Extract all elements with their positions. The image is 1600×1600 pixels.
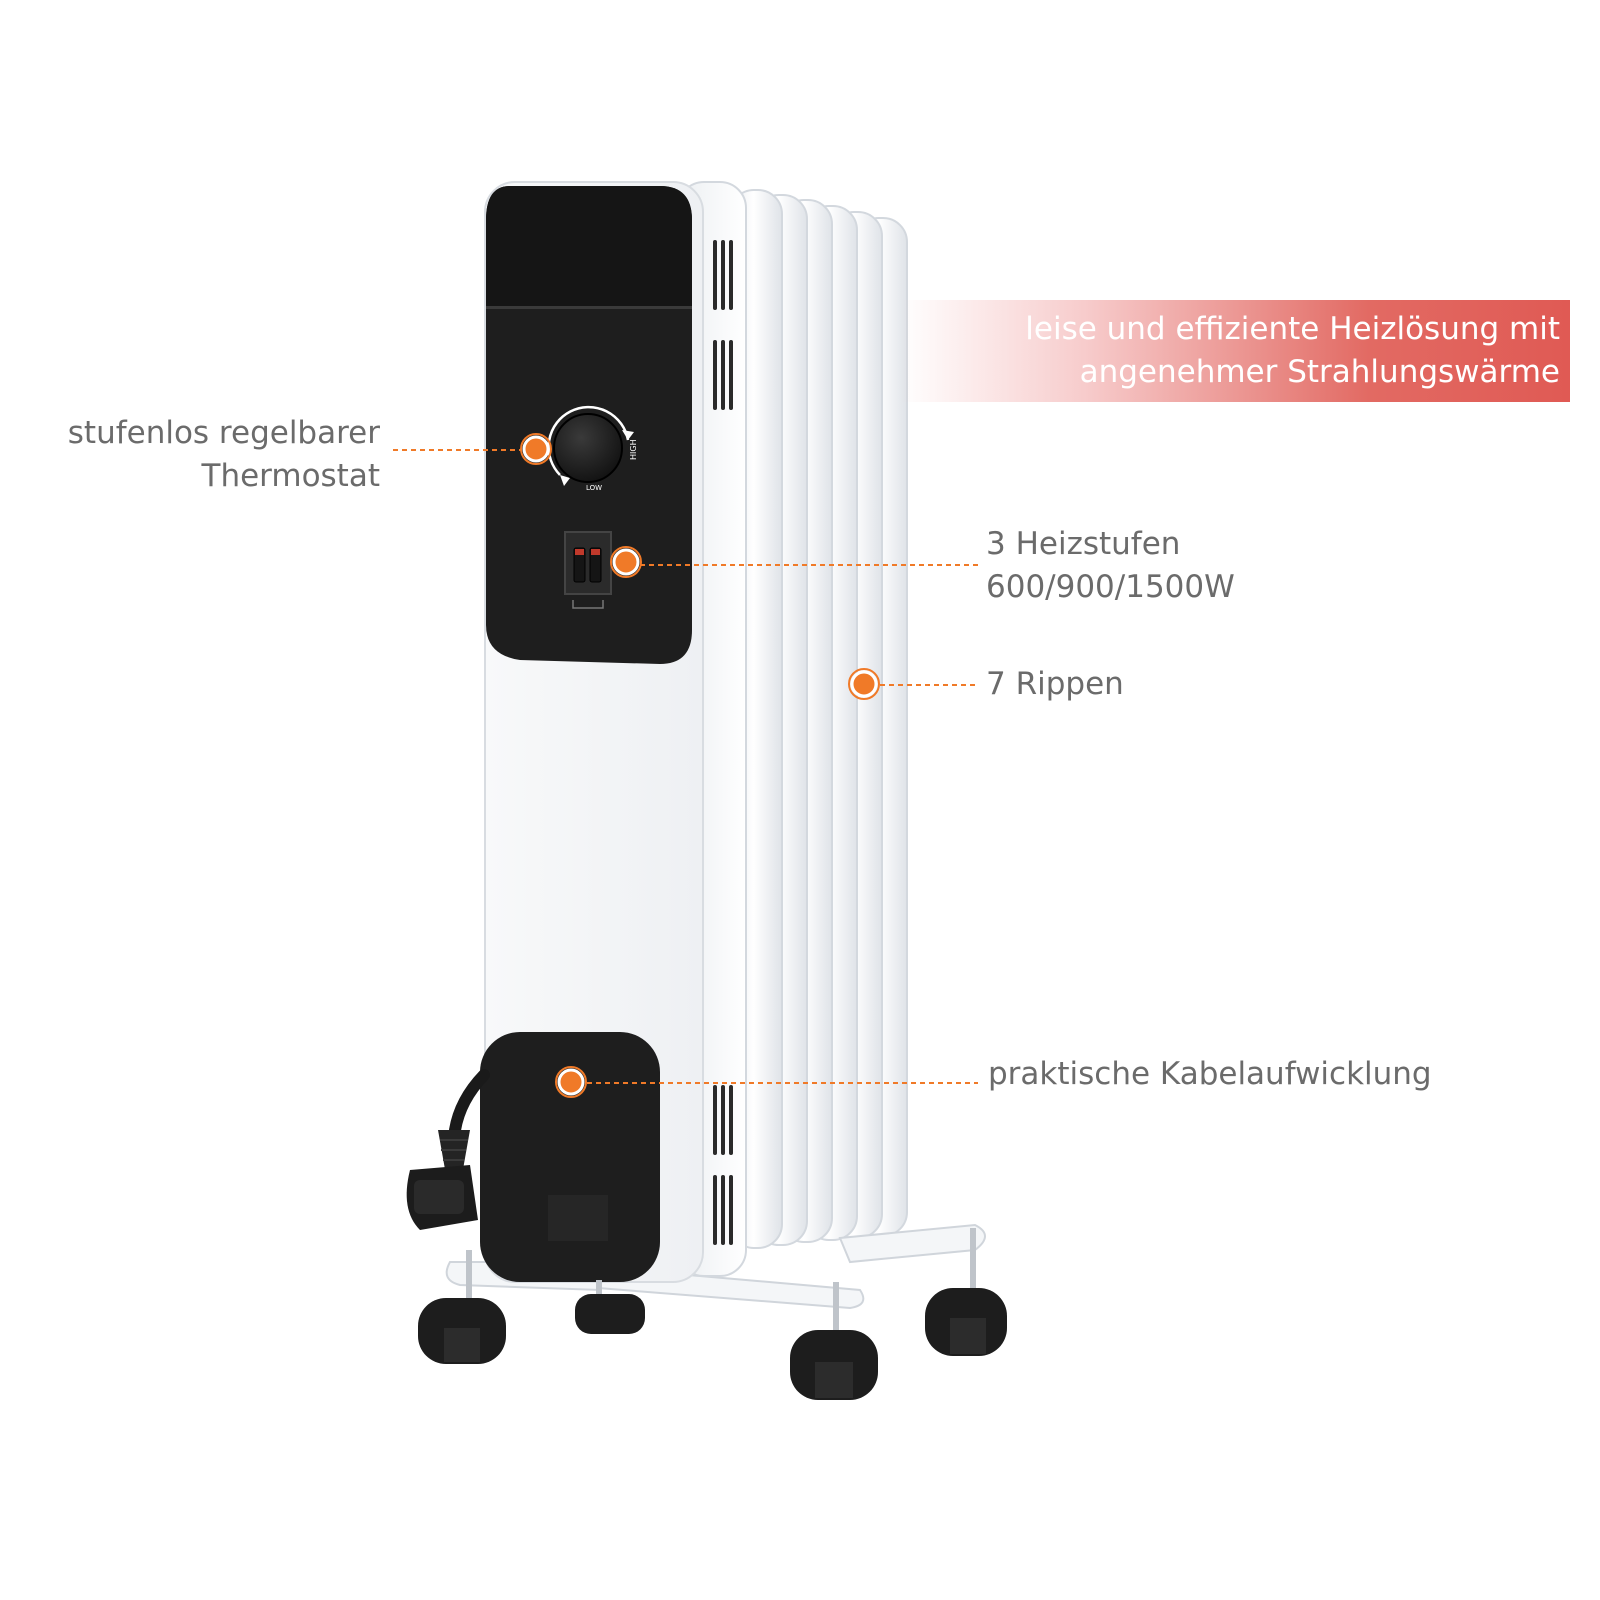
thermostat-knob-icon[interactable]: HIGH LOW bbox=[547, 405, 638, 492]
feature-levels-line-2: 600/900/1500W bbox=[986, 569, 1235, 605]
feature-thermostat-line-2: Thermostat bbox=[201, 458, 380, 494]
feature-label-thermostat: stufenlos regelbarer Thermostat bbox=[30, 412, 380, 498]
orange-dot-icon bbox=[520, 433, 552, 465]
knob-high-label: HIGH bbox=[629, 439, 638, 460]
banner-line-1: leise und effiziente Heizlösung mit bbox=[1025, 311, 1560, 347]
callout-lines bbox=[393, 449, 978, 1084]
power-plug-icon bbox=[406, 1069, 490, 1230]
feature-thermostat-line-1: stufenlos regelbarer bbox=[67, 415, 380, 451]
banner-text: leise und effiziente Heizlösung mit ange… bbox=[1025, 308, 1560, 394]
caster-wheel-icon bbox=[418, 1228, 1007, 1400]
orange-dot-icon bbox=[555, 1066, 587, 1098]
feature-label-ribs: 7 Rippen bbox=[986, 663, 1124, 706]
headline-banner: leise und effiziente Heizlösung mit ange… bbox=[900, 300, 1570, 402]
cable-wind-box bbox=[480, 1032, 660, 1282]
knob-low-label: LOW bbox=[586, 484, 602, 492]
orange-dot-icon bbox=[610, 546, 642, 578]
feature-ribs-line-1: 7 Rippen bbox=[986, 666, 1124, 702]
feature-label-heat-levels: 3 Heizstufen 600/900/1500W bbox=[986, 523, 1235, 609]
radiator-fins bbox=[729, 189, 908, 1249]
feature-label-cable-wind: praktische Kabelaufwicklung bbox=[988, 1053, 1432, 1096]
orange-dot-icon bbox=[848, 668, 880, 700]
banner-line-2: angenehmer Strahlungswärme bbox=[1079, 354, 1560, 390]
feature-levels-line-1: 3 Heizstufen bbox=[986, 526, 1181, 562]
feature-cable-line-1: praktische Kabelaufwicklung bbox=[988, 1056, 1432, 1092]
vent-slots bbox=[713, 240, 733, 1245]
rocker-switch-icon[interactable] bbox=[564, 531, 612, 609]
